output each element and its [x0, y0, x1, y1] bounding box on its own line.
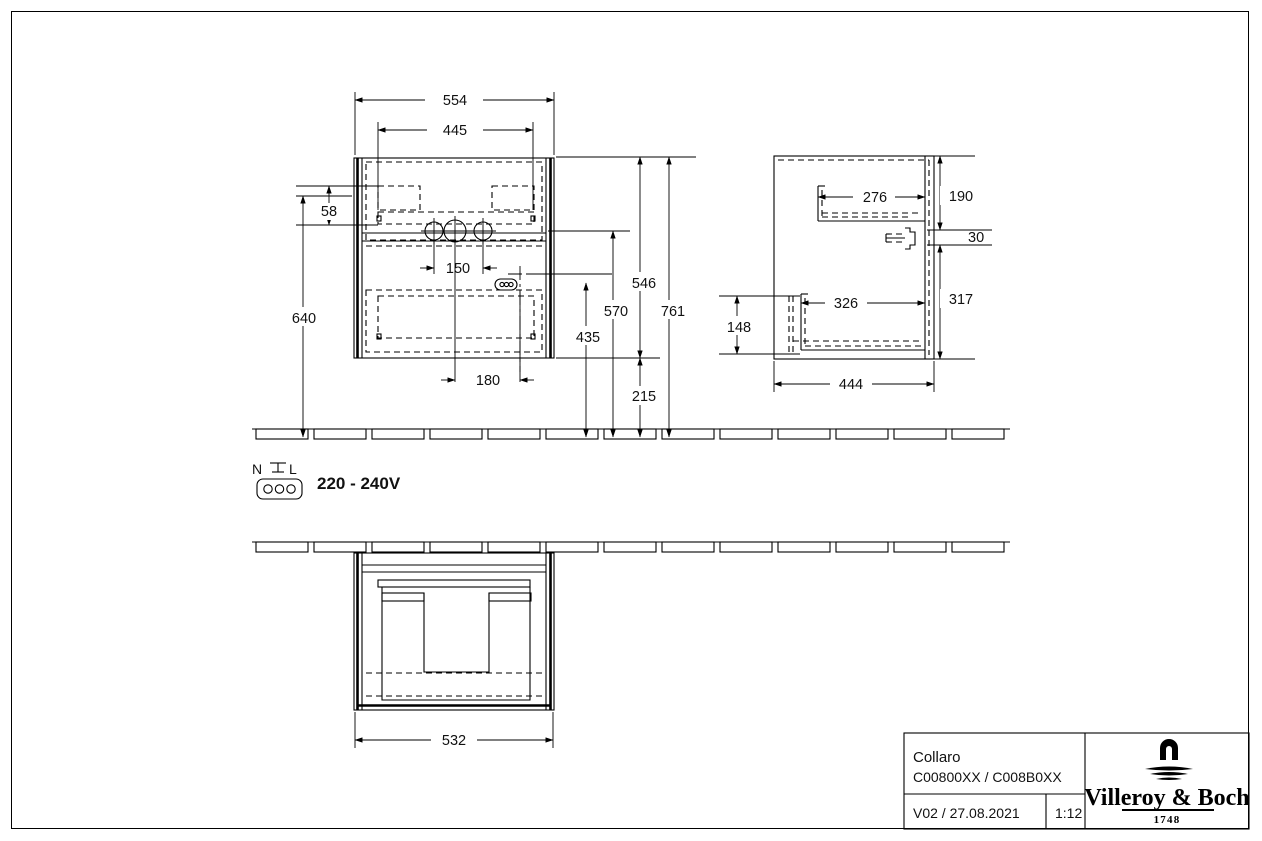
dim-444: 444	[839, 377, 863, 393]
wall-tile	[951, 541, 1005, 553]
dim-532: 532	[442, 733, 466, 749]
front-view-group: 554 445 58 150 180	[283, 90, 696, 438]
article-numbers: C00800XX / C008B0XX	[913, 769, 1062, 785]
dim-570: 570	[604, 304, 628, 320]
dim-150: 150	[446, 261, 470, 277]
socket-symbol-front	[494, 278, 518, 291]
side-hinge-detail	[885, 227, 916, 250]
wall-tile	[429, 541, 483, 553]
wall-tile	[951, 428, 1005, 440]
wall-tile	[487, 541, 541, 553]
floor-line-upper	[252, 428, 1010, 440]
title-block: Collaro C00800XX / C008B0XX V02 / 27.08.…	[903, 732, 1250, 830]
dim-190: 190	[949, 189, 973, 205]
wall-tile	[835, 428, 889, 440]
wall-tile	[661, 541, 715, 553]
wall-tile	[719, 541, 773, 553]
floor-line-lower	[252, 541, 1010, 553]
dim-148: 148	[727, 320, 751, 336]
dim-276: 276	[863, 190, 887, 206]
voltage-label: 220 - 240V	[317, 474, 401, 493]
brand-year: 1748	[1154, 814, 1181, 826]
brand-name: Villeroy & Boch	[1084, 785, 1249, 811]
wall-tile	[371, 541, 425, 553]
terminal-l-label: L	[289, 461, 297, 477]
wall-tile	[777, 428, 831, 440]
dim-326: 326	[834, 296, 858, 312]
wall-tile	[429, 428, 483, 440]
dim-761: 761	[661, 304, 685, 320]
wall-tile	[545, 428, 599, 440]
wall-tile	[603, 428, 657, 440]
dim-435: 435	[576, 330, 600, 346]
product-name: Collaro	[913, 749, 961, 766]
wall-tile	[371, 428, 425, 440]
scale-value: 1:12	[1055, 805, 1082, 821]
wall-tile	[661, 428, 715, 440]
side-view-group: 276 326 444 148 190	[718, 155, 992, 393]
wall-tile	[545, 541, 599, 553]
bottom-view-group: 532	[353, 552, 555, 749]
wall-tile	[255, 541, 309, 553]
waste-hole-centre	[440, 216, 470, 246]
dim-58: 58	[321, 204, 337, 220]
dim-546: 546	[632, 276, 656, 292]
wall-tile	[835, 541, 889, 553]
villeroy-boch-logo: Villeroy & Boch 1748	[1084, 739, 1250, 826]
dim-30: 30	[968, 230, 984, 246]
wall-tile	[487, 428, 541, 440]
dim-640: 640	[292, 311, 316, 327]
dim-445: 445	[443, 123, 467, 139]
wall-tile	[313, 541, 367, 553]
electrical-symbol-group: N L 220 - 240V	[252, 461, 401, 500]
socket-symbol-electrical	[256, 478, 303, 500]
dim-180: 180	[476, 373, 500, 389]
wall-tile	[603, 541, 657, 553]
wall-tile	[893, 541, 947, 553]
wall-tile	[313, 428, 367, 440]
revision-date: V02 / 27.08.2021	[913, 805, 1020, 821]
wall-tile	[777, 541, 831, 553]
wall-tile	[719, 428, 773, 440]
wall-tile	[255, 428, 309, 440]
sheet-border	[11, 11, 1249, 829]
dim-554: 554	[443, 93, 467, 109]
wall-tile	[893, 428, 947, 440]
dim-317: 317	[949, 292, 973, 308]
dim-215: 215	[632, 389, 656, 405]
terminal-n-label: N	[252, 461, 262, 477]
